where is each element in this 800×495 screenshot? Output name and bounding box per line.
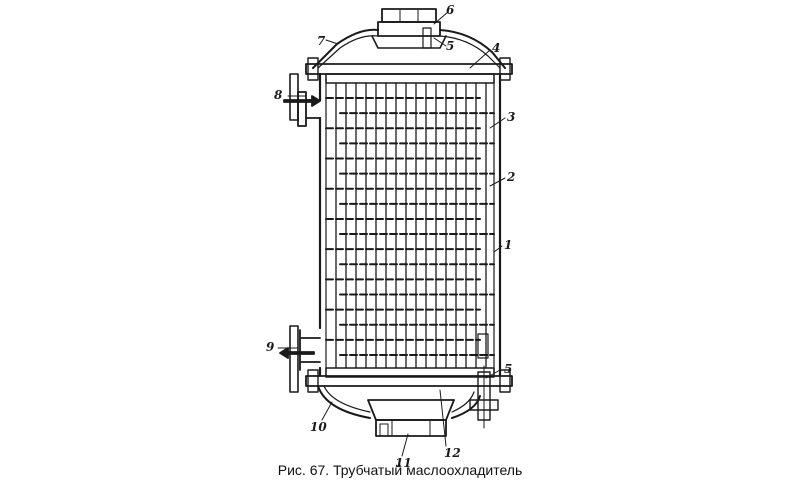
- callout-4: 4: [492, 41, 500, 55]
- outlet-arrow: [279, 347, 315, 359]
- leader-lines: [277, 11, 506, 457]
- baffle-set: [325, 97, 495, 359]
- callout-2: 2: [506, 170, 515, 184]
- top-flange-ring: [305, 63, 513, 75]
- inlet-arrow: [283, 95, 321, 107]
- top-flange: [381, 8, 437, 23]
- top-bolt: [422, 27, 432, 49]
- callout-labels: 6 7 5 4 3 2 1 8 9 5 10 11 12: [266, 3, 515, 470]
- upper-tube-sheet: [325, 73, 495, 84]
- bottom-cover: [317, 385, 481, 419]
- drain-tube: [477, 333, 489, 359]
- callout-12: 12: [444, 446, 461, 460]
- callout-5-bottom: 5: [504, 362, 512, 376]
- figure-caption: Рис. 67. Трубчатый маслоохладитель: [277, 462, 523, 478]
- callout-9: 9: [266, 340, 275, 354]
- lower-tube-sheet: [325, 367, 495, 378]
- callout-7: 7: [317, 34, 326, 48]
- drawing: [277, 8, 513, 457]
- callout-3: 3: [507, 110, 515, 124]
- outlet-flange: [289, 325, 299, 393]
- inlet-nozzle: [297, 91, 321, 127]
- callout-1: 1: [504, 238, 512, 252]
- callout-5-top: 5: [446, 39, 454, 53]
- callout-8: 8: [274, 88, 283, 102]
- bottom-flange-ring: [305, 375, 513, 387]
- tube-bundle: [335, 82, 487, 369]
- inlet-flange: [289, 73, 299, 121]
- bottom-cover-inner: [323, 385, 475, 413]
- outlet-nozzle: [299, 329, 321, 371]
- callout-11: 11: [395, 456, 412, 470]
- callout-6: 6: [446, 3, 455, 17]
- callout-10: 10: [310, 420, 327, 434]
